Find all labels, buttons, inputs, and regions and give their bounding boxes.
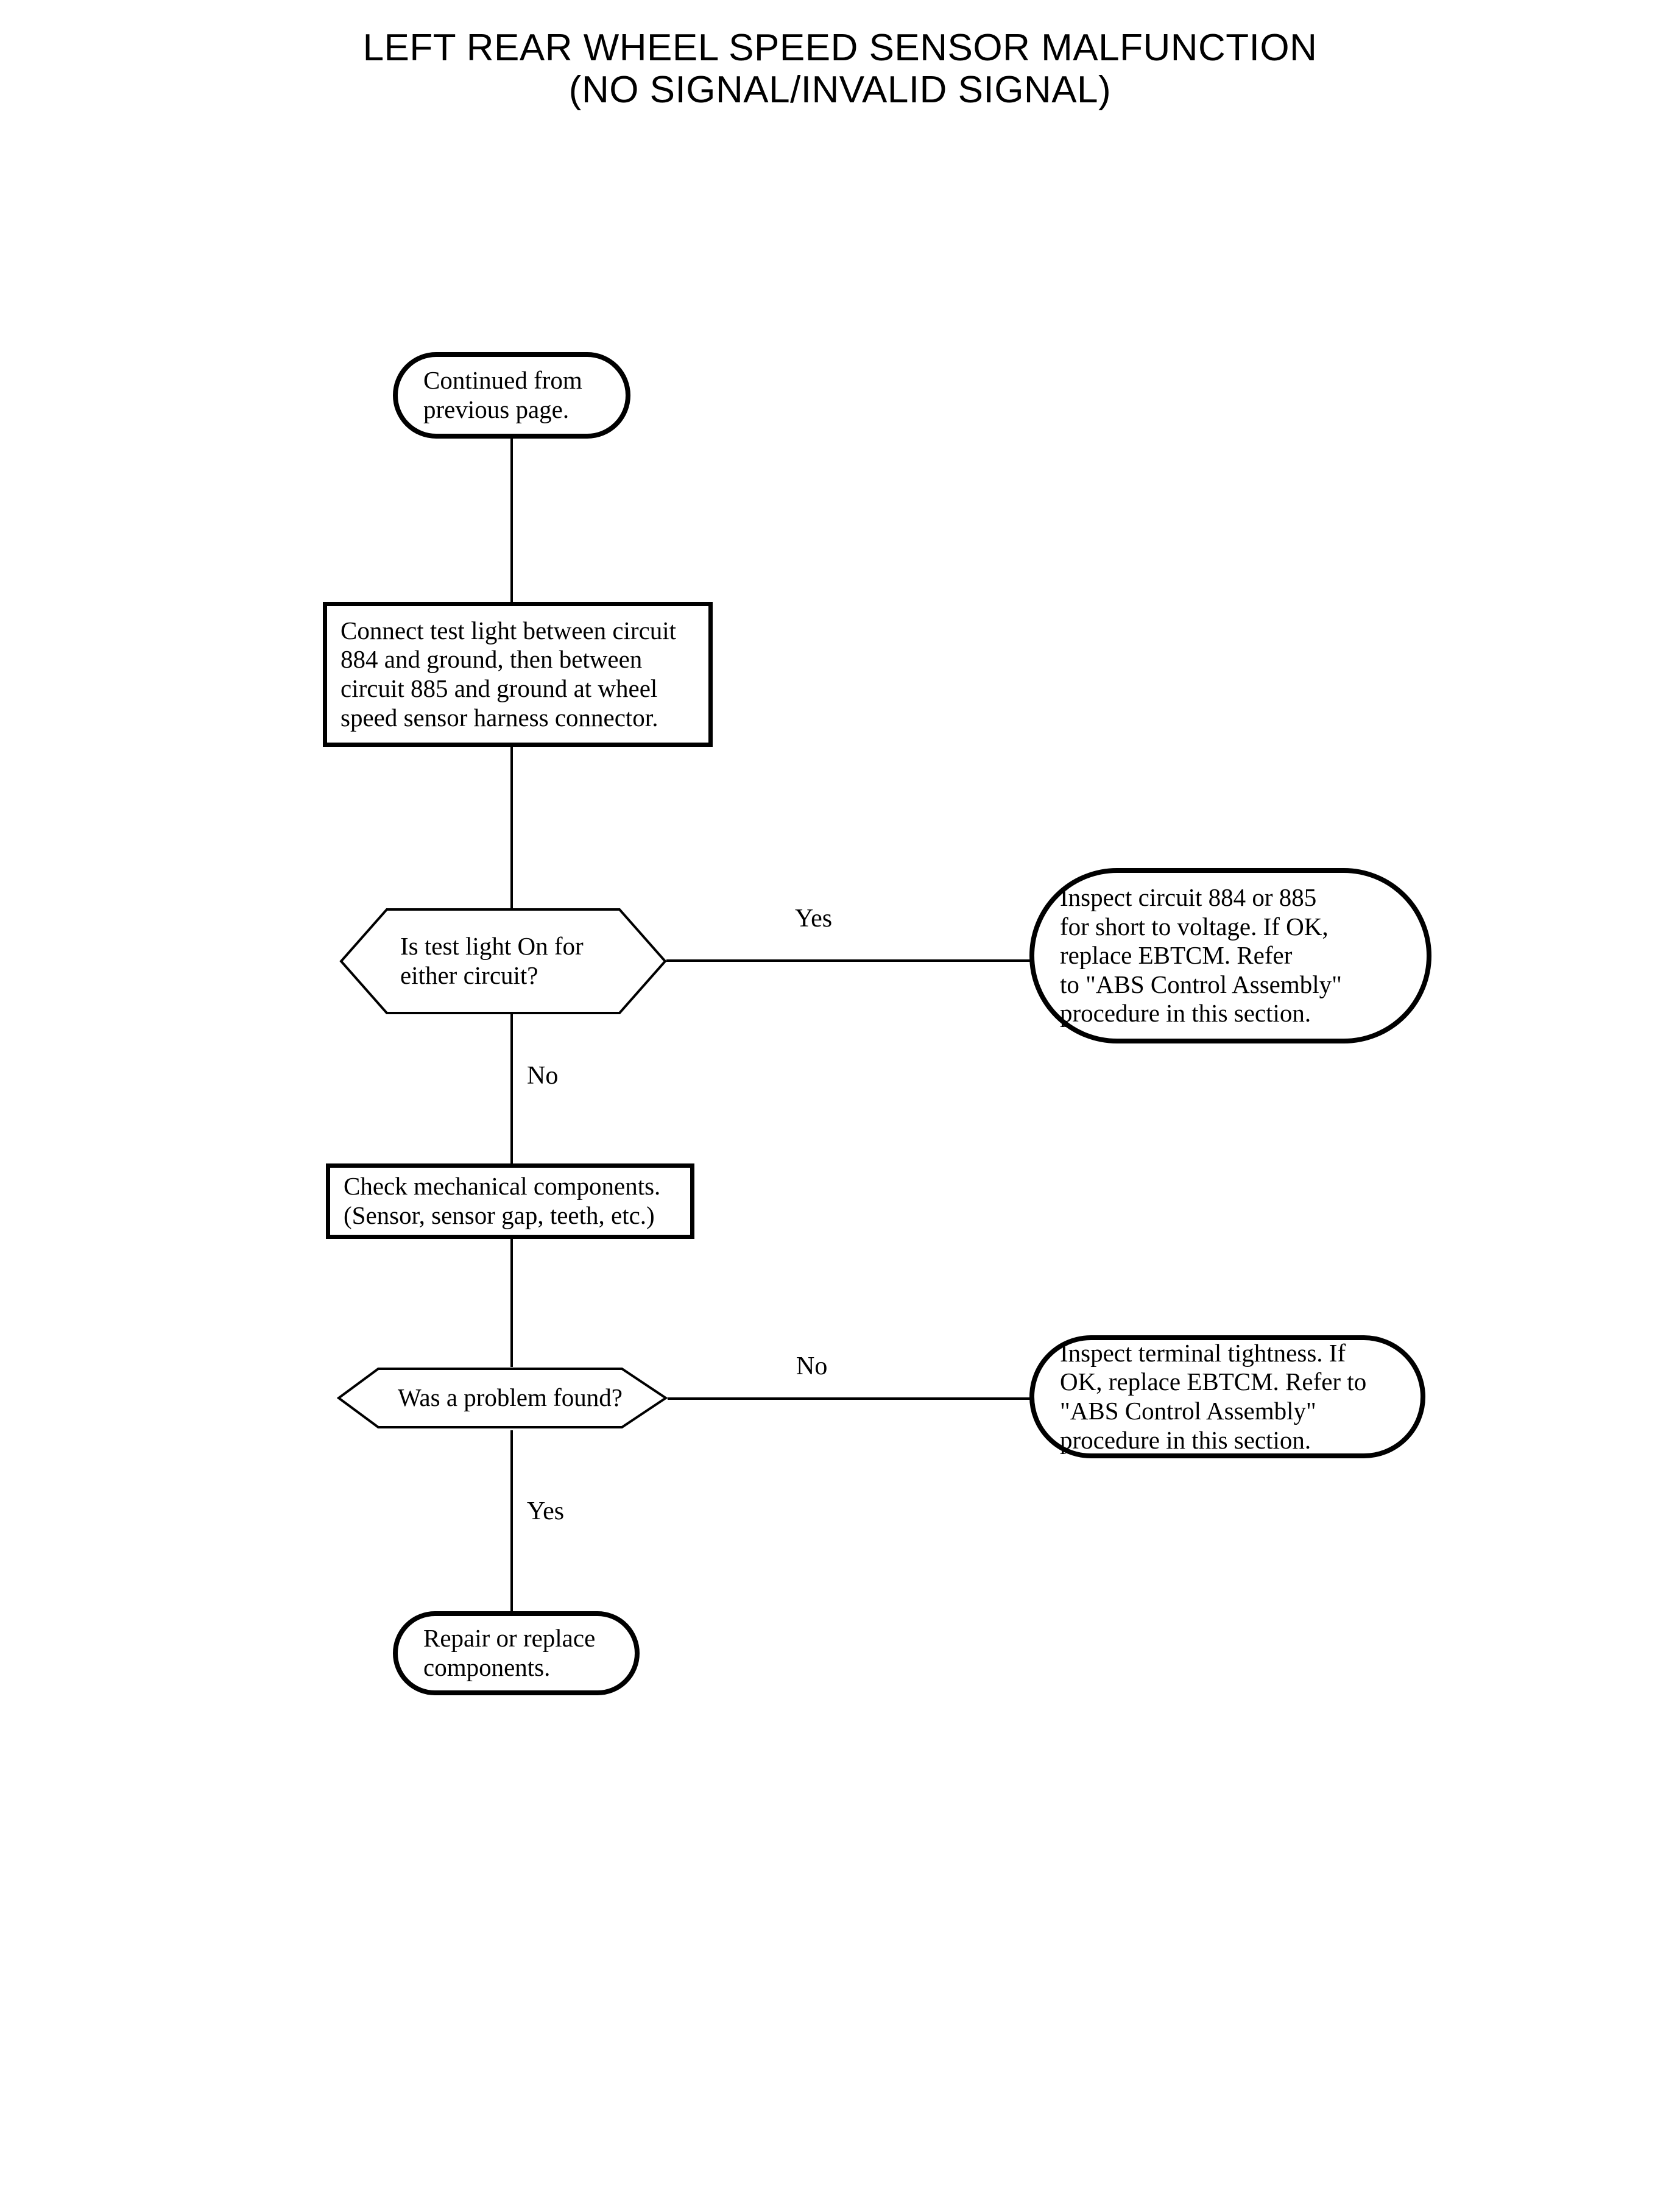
node-inspect-circuit-884-885-text: Inspect circuit 884 or 885 for short to … bbox=[1060, 883, 1342, 1028]
connector-step1-to-decision1 bbox=[510, 746, 513, 909]
node-repair-or-replace-components[interactable]: Repair or replace components. bbox=[393, 1611, 640, 1695]
branch-label-decision1-no: No bbox=[527, 1062, 559, 1090]
page-title: LEFT REAR WHEEL SPEED SENSOR MALFUNCTION… bbox=[0, 27, 1680, 111]
node-inspect-circuit-884-885[interactable]: Inspect circuit 884 or 885 for short to … bbox=[1029, 868, 1431, 1043]
node-inspect-terminal-tightness[interactable]: Inspect terminal tightness. If OK, repla… bbox=[1029, 1335, 1425, 1458]
connector-decision1-no-to-step2 bbox=[510, 1014, 513, 1166]
branch-label-decision1-yes: Yes bbox=[795, 905, 833, 933]
node-inspect-terminal-tightness-text: Inspect terminal tightness. If OK, repla… bbox=[1060, 1338, 1367, 1454]
node-is-test-light-on-text: Is test light On for either circuit? bbox=[400, 932, 584, 989]
branch-label-decision2-yes: Yes bbox=[527, 1497, 565, 1525]
node-is-test-light-on[interactable]: Is test light On for either circuit? bbox=[339, 908, 667, 1015]
connector-decision2-yes-to-end bbox=[510, 1430, 513, 1613]
connector-decision2-no-to-result2 bbox=[668, 1397, 1032, 1400]
branch-label-decision2-no: No bbox=[796, 1352, 828, 1380]
node-check-mechanical-components-text: Check mechanical components. (Sensor, se… bbox=[344, 1172, 661, 1229]
connector-step2-to-decision2 bbox=[510, 1238, 513, 1367]
node-was-a-problem-found-text: Was a problem found? bbox=[398, 1383, 623, 1412]
connector-start-to-step1 bbox=[510, 437, 513, 603]
node-was-a-problem-found[interactable]: Was a problem found? bbox=[337, 1367, 668, 1429]
node-repair-or-replace-components-text: Repair or replace components. bbox=[423, 1624, 596, 1681]
page-title-line-2: (NO SIGNAL/INVALID SIGNAL) bbox=[568, 69, 1112, 111]
connector-decision1-yes-to-result1 bbox=[666, 959, 1032, 962]
decision-hexagon-shape bbox=[339, 908, 667, 1015]
node-check-mechanical-components[interactable]: Check mechanical components. (Sensor, se… bbox=[326, 1163, 694, 1239]
node-continued-from-previous-page[interactable]: Continued from previous page. bbox=[393, 352, 630, 439]
page-title-line-1: LEFT REAR WHEEL SPEED SENSOR MALFUNCTION bbox=[362, 27, 1318, 69]
node-connect-test-light[interactable]: Connect test light between circuit 884 a… bbox=[323, 602, 713, 747]
decision-hexagon-shape bbox=[337, 1367, 668, 1429]
node-continued-from-previous-page-text: Continued from previous page. bbox=[423, 366, 582, 423]
node-connect-test-light-text: Connect test light between circuit 884 a… bbox=[341, 616, 677, 732]
